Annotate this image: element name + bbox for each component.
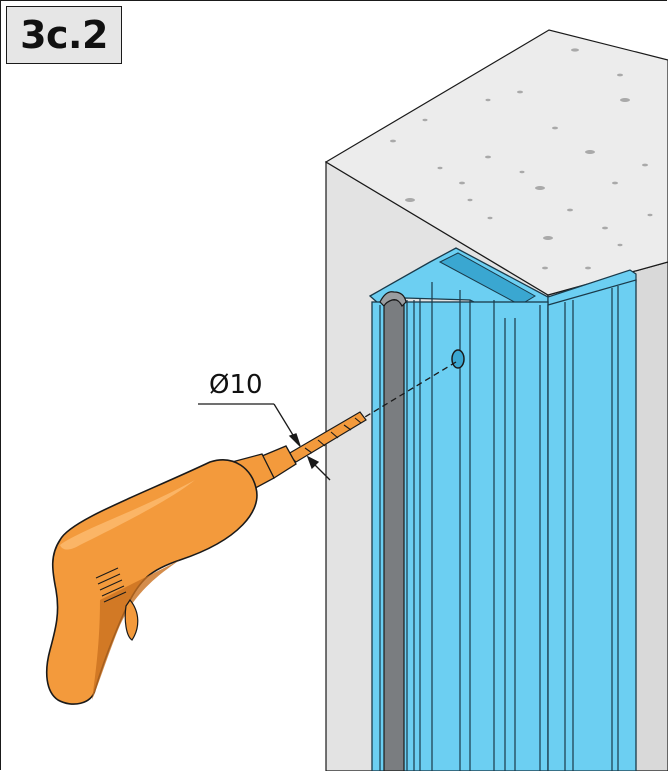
- diameter-dimension: [198, 403, 331, 481]
- concrete-texture: [390, 48, 653, 270]
- gasket-top: [379, 291, 407, 308]
- column-top-face: [324, 29, 668, 296]
- drill-icon: [45, 411, 367, 705]
- profile-top-cavity: [438, 252, 536, 306]
- drill-hole: [451, 349, 465, 369]
- drill-diameter-label: Ø10: [209, 370, 263, 400]
- drill-trigger: [124, 598, 139, 641]
- drill-body: [45, 459, 258, 705]
- aluminium-profile: [368, 247, 637, 771]
- drilling-axis-line: [359, 361, 457, 421]
- rubber-gasket: [383, 299, 405, 771]
- profile-ridges: [379, 282, 619, 771]
- step-number-badge: 3c.2: [6, 6, 122, 64]
- profile-side-face: [547, 279, 637, 771]
- drill-vents: [95, 567, 127, 603]
